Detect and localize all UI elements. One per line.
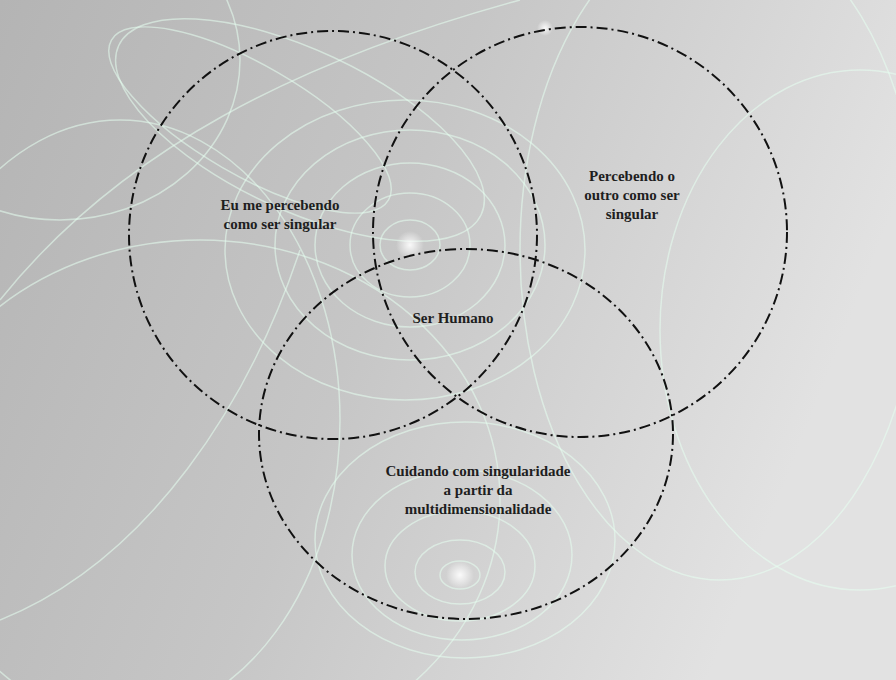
circle-text: Cuidando com singularidade a partir da m…	[380, 462, 576, 518]
circle-outline	[128, 30, 538, 440]
venn-circle: Cuidando com singularidade a partir da m…	[258, 248, 674, 620]
circle-outline	[372, 26, 788, 438]
circle-text: Percebendo o outro como ser singular	[576, 167, 688, 223]
circle-outline	[258, 248, 674, 620]
venn-circle: Eu me percebendo como ser singular	[128, 30, 538, 440]
intersection-label: Ser Humano	[413, 309, 494, 328]
circle-text: Eu me percebendo como ser singular	[219, 196, 341, 234]
venn-circle: Percebendo o outro como ser singular	[372, 26, 788, 438]
